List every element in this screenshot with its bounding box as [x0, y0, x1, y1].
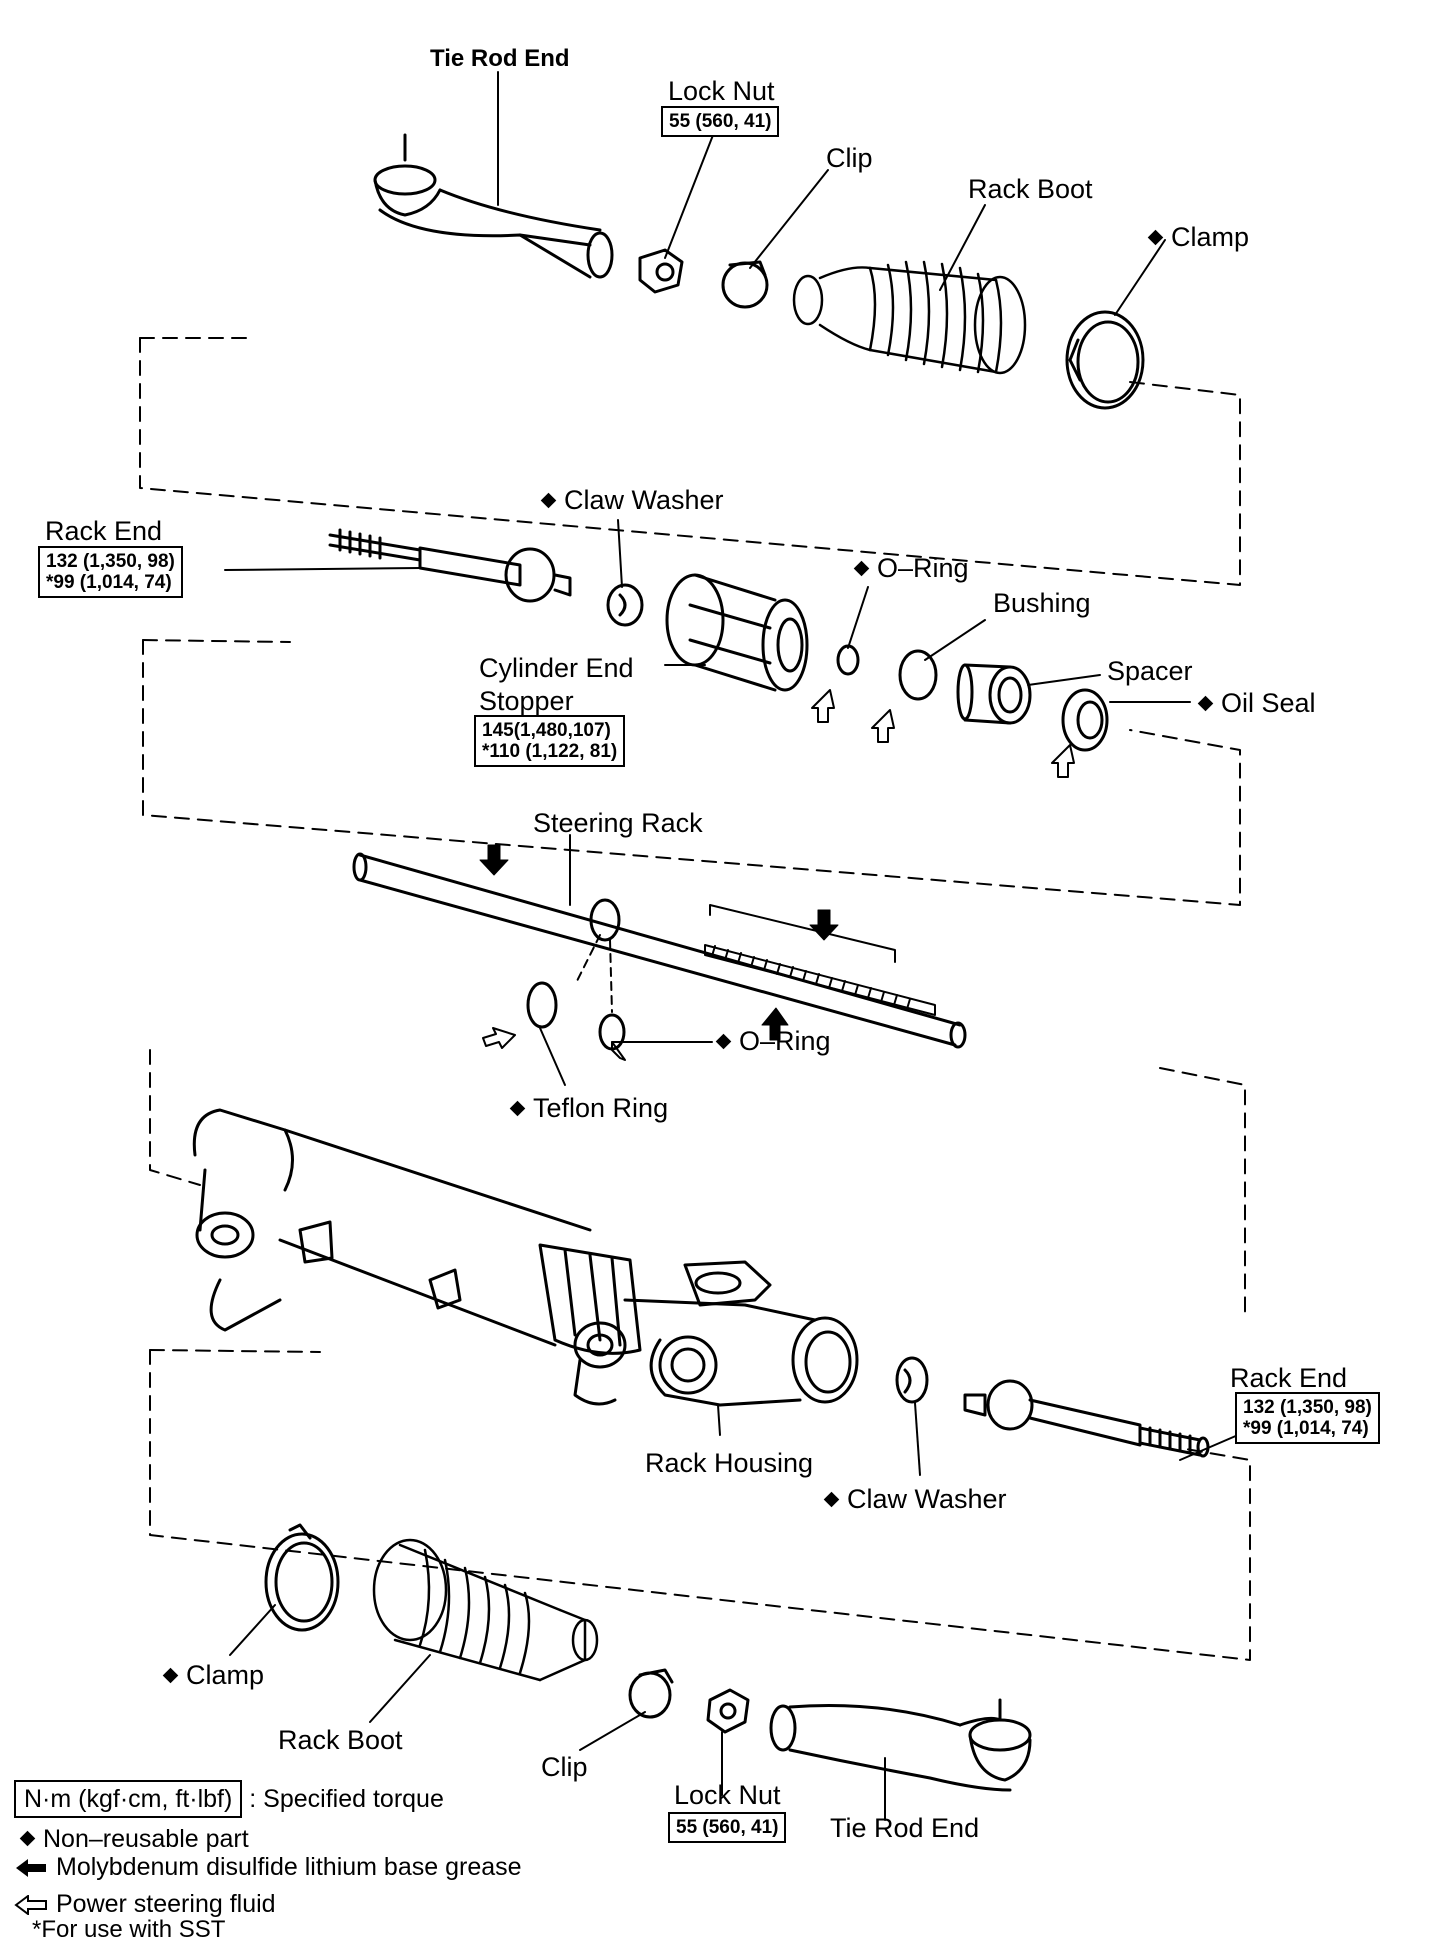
label-clip-bottom: Clip — [541, 1752, 588, 1782]
label-clamp-bottom: Clamp — [162, 1660, 265, 1690]
label-teflon-ring: Teflon Ring — [509, 1093, 669, 1123]
steering-rack-part — [352, 852, 967, 1049]
legend-non-reusable: Non–reusable part — [19, 1825, 249, 1853]
rack-ring-guides — [574, 934, 613, 1013]
diamond-icon — [162, 1667, 179, 1684]
label-clamp-bottom-text: Clamp — [186, 1660, 265, 1690]
legend-torque-box: N·m (kgf·cm, ft·lbf) — [14, 1780, 243, 1818]
rack-boot-top-part — [792, 260, 1027, 375]
o-ring-top-part — [836, 644, 860, 676]
label-claw-washer-top: Claw Washer — [540, 485, 724, 515]
rack-teeth — [704, 944, 936, 1016]
bushing-part — [898, 649, 938, 701]
torque-rack-end-left-2: *99 (1,014, 74) — [46, 572, 172, 593]
label-claw-washer-bottom: Claw Washer — [823, 1484, 1007, 1514]
cylinder-end-stopper-part — [665, 573, 809, 692]
legend-sst: *For use with SST — [32, 1916, 226, 1940]
fluid-arrows — [482, 689, 1075, 1061]
clip-top-part — [721, 260, 769, 309]
legend-non-reusable-text: Non–reusable part — [43, 1825, 249, 1853]
diamond-icon — [509, 1100, 526, 1117]
rack-housing-part — [192, 1108, 859, 1407]
clamp-top-part — [1065, 310, 1145, 410]
label-o-ring-mid: O–Ring — [715, 1026, 831, 1056]
torque-cylinder-1: 145(1,480,107) — [482, 720, 611, 741]
boot-bellows-bottom — [418, 1548, 531, 1675]
claw-washer-top-part — [606, 583, 644, 627]
teflon-ring-part — [526, 981, 558, 1029]
label-o-ring-top: O–Ring — [853, 553, 969, 583]
rack-end-left-part — [328, 528, 572, 603]
oil-seal-part — [1061, 688, 1109, 752]
clip-bottom-part — [628, 1668, 674, 1719]
label-cylinder-end-stopper-1: Cylinder End — [479, 653, 634, 683]
label-o-ring-top-text: O–Ring — [877, 553, 969, 583]
dashed-frame-lower — [149, 1049, 1251, 1661]
label-rack-end-right: Rack End — [1230, 1363, 1348, 1393]
label-clamp-top: Clamp — [1147, 222, 1250, 252]
label-rack-end-left: Rack End — [45, 516, 163, 546]
diamond-icon — [1197, 695, 1214, 712]
label-o-ring-mid-text: O–Ring — [739, 1026, 831, 1056]
lock-nut-top-part — [638, 248, 684, 294]
diamond-icon — [19, 1830, 36, 1847]
rack-boot-bottom-part — [372, 1538, 599, 1682]
label-tie-rod-end-top: Tie Rod End — [430, 45, 570, 72]
label-bushing: Bushing — [993, 588, 1091, 618]
diamond-icon — [823, 1491, 840, 1508]
legend-grease-text: Molybdenum disulfide lithium base grease — [56, 1853, 522, 1881]
torque-cylinder-2: *110 (1,122, 81) — [482, 741, 618, 762]
diamond-icon — [715, 1033, 732, 1050]
label-spacer: Spacer — [1107, 656, 1193, 686]
torque-box-lock-nut-top: 55 (560, 41) — [661, 106, 780, 137]
label-tie-rod-end-bottom: Tie Rod End — [830, 1813, 980, 1843]
legend-torque: N·m (kgf·cm, ft·lbf) : Specified torque — [14, 1780, 444, 1818]
label-clamp-top-text: Clamp — [1171, 222, 1250, 252]
label-lock-nut-bottom: Lock Nut — [674, 1780, 781, 1810]
rack-end-right-part — [963, 1379, 1210, 1458]
label-oil-seal-text: Oil Seal — [1221, 688, 1316, 718]
tie-rod-end-bottom-part — [769, 1698, 1032, 1792]
label-rack-boot-bottom: Rack Boot — [278, 1725, 403, 1755]
label-clip-top: Clip — [826, 143, 873, 173]
tie-rod-end-top-part — [373, 133, 614, 279]
leader-lines — [224, 71, 1239, 1821]
label-rack-housing: Rack Housing — [645, 1448, 814, 1478]
torque-box-cylinder-end: 145(1,480,107) *110 (1,122, 81) — [474, 715, 626, 767]
grease-arrows — [479, 844, 839, 1041]
label-teflon-ring-text: Teflon Ring — [533, 1093, 669, 1123]
diamond-icon — [853, 560, 870, 577]
legend-fluid: Power steering fluid — [14, 1890, 276, 1918]
legend-grease: Molybdenum disulfide lithium base grease — [14, 1853, 522, 1881]
torque-rack-end-left-1: 132 (1,350, 98) — [46, 551, 175, 572]
claw-washer-bottom-part — [895, 1356, 929, 1404]
hollow-arrow-icon — [14, 1895, 47, 1916]
legend-fluid-text: Power steering fluid — [56, 1890, 276, 1918]
torque-box-rack-end-right: 132 (1,350, 98) *99 (1,014, 74) — [1235, 1392, 1380, 1444]
torque-rack-end-right-2: *99 (1,014, 74) — [1243, 1418, 1369, 1439]
diamond-icon — [1147, 229, 1164, 246]
label-lock-nut-top: Lock Nut — [668, 76, 775, 106]
solid-arrow-icon — [16, 1859, 46, 1878]
label-steering-rack: Steering Rack — [533, 808, 703, 838]
torque-rack-end-right-1: 132 (1,350, 98) — [1243, 1397, 1372, 1418]
diamond-icon — [540, 492, 557, 509]
label-oil-seal: Oil Seal — [1197, 688, 1316, 718]
spacer-part — [956, 663, 1032, 725]
label-rack-boot-top: Rack Boot — [968, 174, 1093, 204]
torque-box-rack-end-left: 132 (1,350, 98) *99 (1,014, 74) — [38, 546, 183, 598]
label-claw-washer-top-text: Claw Washer — [564, 485, 724, 515]
label-claw-washer-bottom-text: Claw Washer — [847, 1484, 1007, 1514]
dashed-frame-upper — [139, 337, 1241, 906]
clamp-bottom-part — [264, 1523, 340, 1632]
label-cylinder-end-stopper-2: Stopper — [479, 686, 574, 716]
legend-torque-text: : Specified torque — [249, 1785, 444, 1813]
lock-nut-bottom-part — [706, 1688, 750, 1734]
torque-box-lock-nut-bottom: 55 (560, 41) — [668, 1812, 787, 1843]
